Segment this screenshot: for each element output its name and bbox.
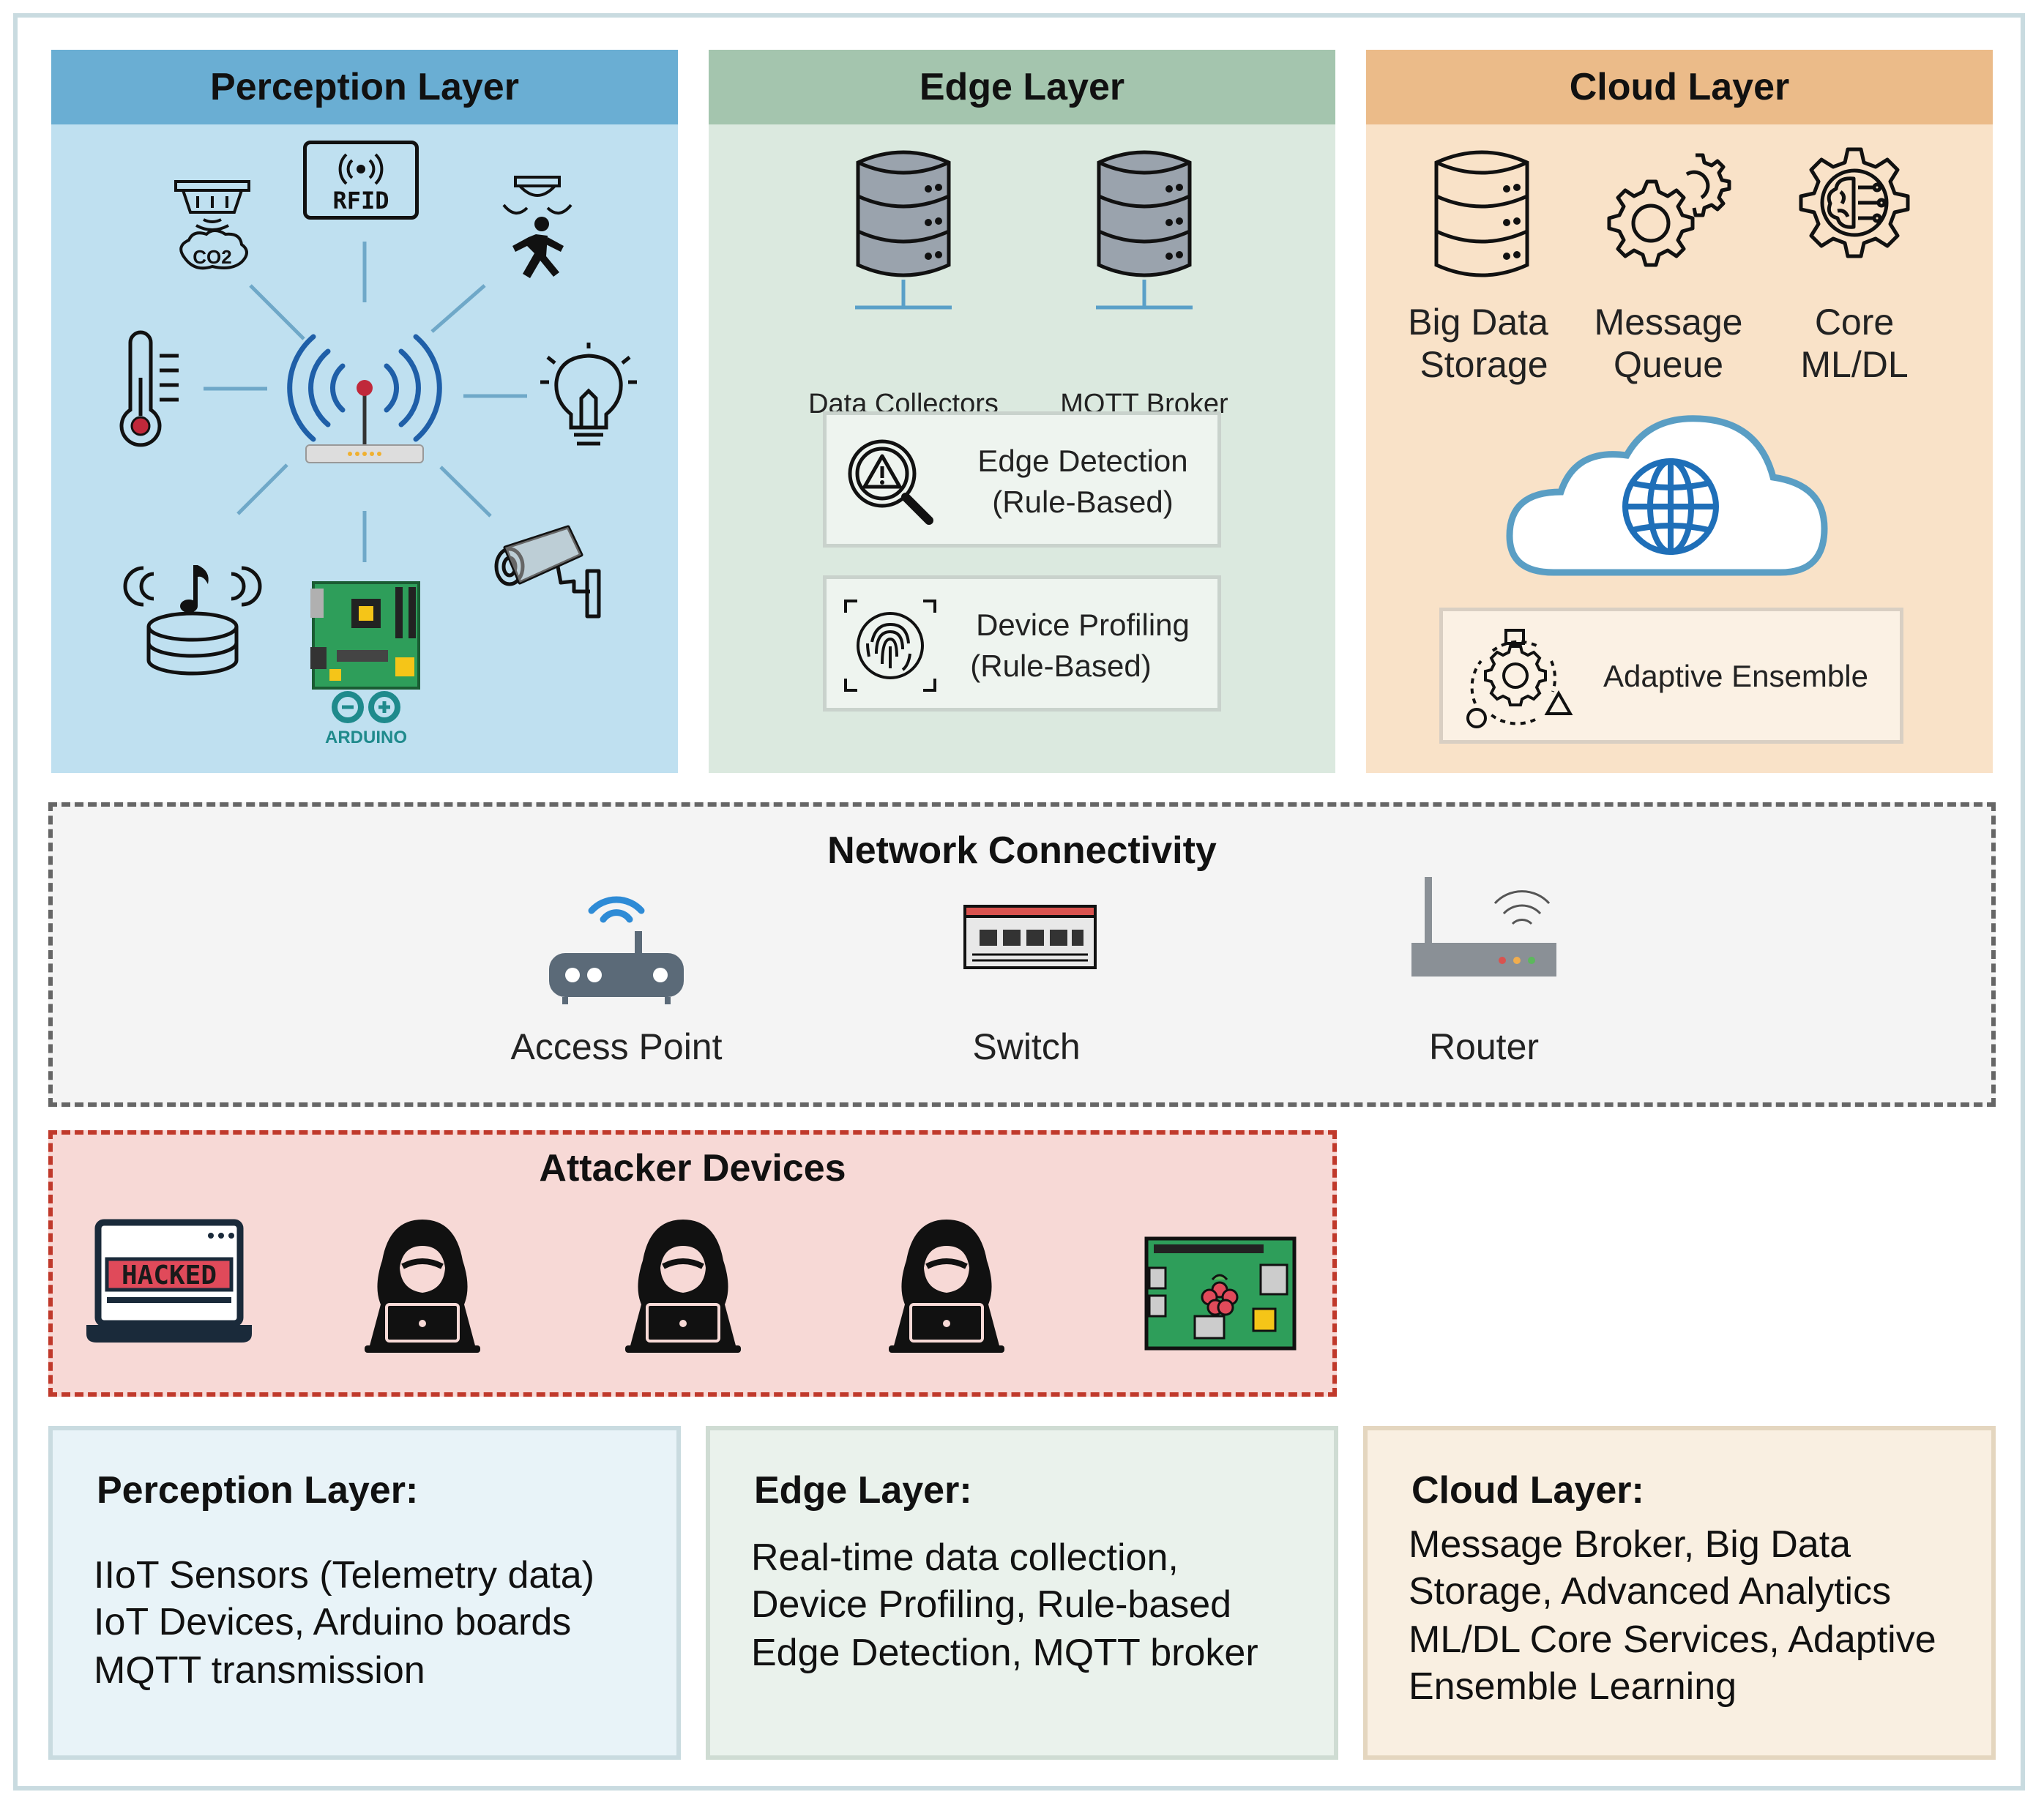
cloud-summary-line-4: Ensemble Learning <box>1409 1665 1737 1708</box>
smart-speaker-icon <box>123 565 262 676</box>
hooded-hacker-icon-1 <box>365 1220 480 1353</box>
rfid-reader-icon: RFID <box>303 141 419 220</box>
perception-layer-title: Perception Layer <box>51 50 678 124</box>
cloud-layer-panel: Cloud Layer Big Data Storage Message Que… <box>1366 50 1993 773</box>
fingerprint-icon <box>844 600 936 692</box>
security-camera-icon <box>494 525 601 619</box>
big-data-storage-icon <box>1434 150 1529 277</box>
device-profiling-line2: (Rule-Based) <box>970 649 1152 683</box>
smart-bulb-icon <box>540 343 637 446</box>
big-data-storage-line1: Big Data <box>1408 302 1548 343</box>
big-data-storage-line2: Storage <box>1420 344 1548 385</box>
edge-layer-title: Edge Layer <box>709 50 1335 124</box>
cloud-layer-title: Cloud Layer <box>1366 50 1993 124</box>
hooded-hacker-icon-3 <box>889 1220 1004 1353</box>
thermometer-icon <box>119 330 179 447</box>
motion-sensor-icon <box>502 176 572 278</box>
access-point-label: Access Point <box>510 1026 723 1067</box>
edge-summary-line-2: Device Profiling, Rule-based <box>751 1583 1232 1626</box>
perception-summary-line-3: MQTT transmission <box>94 1649 425 1692</box>
edge-layer-panel: Edge Layer Data Collectors MQTT Broker <box>709 50 1335 773</box>
rfid-label: RFID <box>332 187 389 214</box>
perception-summary-box: Perception Layer: IIoT Sensors (Telemetr… <box>48 1426 681 1760</box>
cloud-summary-line-2: Storage, Advanced Analytics <box>1409 1570 1892 1613</box>
wireless-gateway-icon <box>287 334 442 463</box>
device-profiling-box: Device Profiling (Rule-Based) <box>823 575 1221 712</box>
message-queue-line2: Queue <box>1613 344 1724 385</box>
perception-summary-title: Perception Layer: <box>97 1469 419 1512</box>
access-point-icon <box>549 896 684 1004</box>
data-collectors-server-icon <box>855 150 952 310</box>
adaptive-ensemble-box: Adaptive Ensemble <box>1439 608 1903 744</box>
edge-detection-line1: Edge Detection <box>977 444 1188 478</box>
arduino-logo-icon <box>332 691 400 723</box>
hacked-text: HACKED <box>121 1261 217 1291</box>
perception-hub-diagram <box>204 242 527 562</box>
perception-summary-line-2: IoT Devices, Arduino boards <box>94 1601 572 1643</box>
ensemble-cycle-icon <box>1466 629 1573 728</box>
edge-summary-line-1: Real-time data collection, <box>751 1536 1179 1579</box>
router-icon <box>1411 877 1556 977</box>
cloud-summary-line-1: Message Broker, Big Data <box>1409 1523 1851 1566</box>
core-ml-brain-icon <box>1799 147 1910 258</box>
hooded-hacker-icon-2 <box>625 1220 741 1353</box>
network-switch-icon <box>963 905 1097 969</box>
network-connectivity-panel: Network Connectivity Access Point Switch… <box>48 802 1996 1107</box>
arduino-board-icon <box>310 581 420 690</box>
edge-summary-title: Edge Layer: <box>754 1469 972 1512</box>
adaptive-ensemble-label: Adaptive Ensemble <box>1603 659 1868 693</box>
perception-layer-panel: Perception Layer <box>51 50 678 773</box>
message-queue-line1: Message <box>1594 302 1743 343</box>
attacker-devices-panel: Attacker Devices HACKED <box>48 1130 1337 1397</box>
alert-magnifier-icon <box>848 439 933 525</box>
message-queue-gears-icon <box>1607 153 1731 267</box>
network-connectivity-title: Network Connectivity <box>827 829 1217 872</box>
arduino-label: ARDUINO <box>325 728 407 747</box>
mqtt-broker-server-icon <box>1096 150 1193 310</box>
co2-sensor-icon <box>174 180 250 270</box>
core-ml-line1: Core <box>1814 302 1895 343</box>
router-label: Router <box>1428 1026 1540 1067</box>
perception-summary-line-1: IIoT Sensors (Telemetry data) <box>94 1554 594 1597</box>
cloud-summary-box: Cloud Layer: Message Broker, Big Data St… <box>1363 1426 1996 1760</box>
raspberry-pi-board-icon <box>1144 1236 1297 1351</box>
outer-frame <box>13 13 2025 1791</box>
device-profiling-line1: Device Profiling <box>976 608 1190 642</box>
edge-summary-box: Edge Layer: Real-time data collection, D… <box>706 1426 1338 1760</box>
hacked-laptop-icon <box>86 1219 252 1343</box>
cloud-summary-title: Cloud Layer: <box>1411 1469 1644 1512</box>
cloud-globe-icon <box>1506 415 1828 576</box>
co2-label: CO2 <box>193 246 232 268</box>
attacker-devices-title: Attacker Devices <box>539 1147 846 1190</box>
edge-summary-line-3: Edge Detection, MQTT broker <box>751 1632 1258 1674</box>
switch-label: Switch <box>972 1026 1081 1067</box>
cloud-summary-line-3: ML/DL Core Services, Adaptive <box>1409 1618 1936 1661</box>
edge-detection-line2: (Rule-Based) <box>992 485 1174 519</box>
edge-detection-box: Edge Detection (Rule-Based) <box>823 411 1221 548</box>
core-ml-line2: ML/DL <box>1800 344 1909 385</box>
